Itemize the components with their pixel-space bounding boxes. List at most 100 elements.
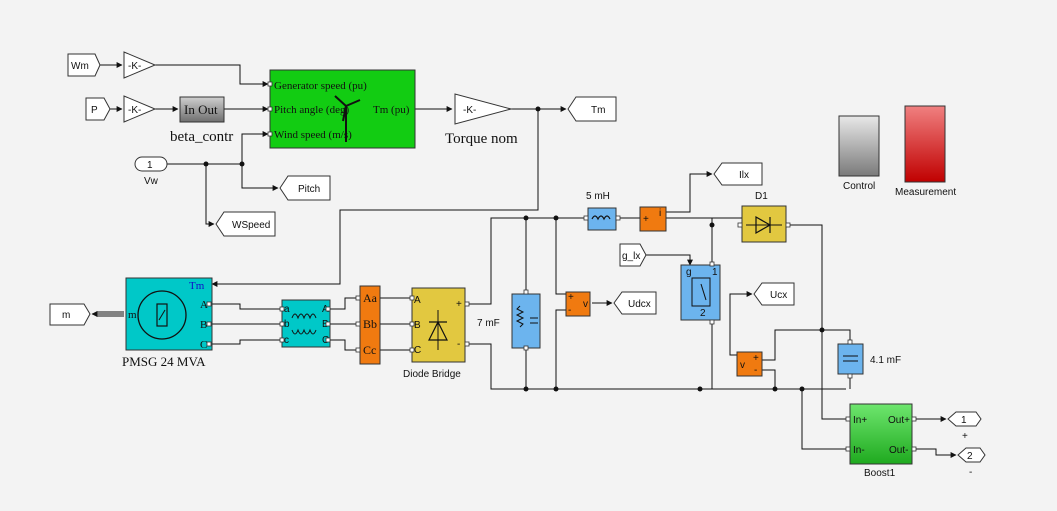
inport-vw-name: Vw bbox=[144, 176, 159, 187]
svg-text:A: A bbox=[322, 304, 329, 315]
svg-text:+: + bbox=[643, 214, 649, 225]
beta-contr-name: beta_contr bbox=[170, 129, 233, 145]
goto-ucx-label: Ucx bbox=[770, 290, 787, 301]
goto-ilx-label: Ilx bbox=[739, 170, 749, 181]
machine-icon bbox=[137, 290, 187, 340]
inductor-5mh[interactable]: 5 mH bbox=[586, 191, 617, 231]
capacitor-4-1mf[interactable]: 4.1 mF bbox=[837, 343, 901, 375]
pmsg-c-port: C bbox=[200, 339, 207, 351]
from-p-tag[interactable]: P bbox=[85, 97, 111, 121]
svg-text:a: a bbox=[284, 304, 290, 315]
goto-udcx-tag[interactable]: Udcx bbox=[613, 291, 657, 315]
gain-2-label: -K- bbox=[128, 105, 141, 116]
inport-vw[interactable]: 1 Vw bbox=[134, 156, 168, 187]
boost-out-minus: Out- bbox=[889, 445, 908, 456]
diode-bridge-block[interactable]: A B C + - Diode Bridge bbox=[403, 287, 466, 380]
outport-minus[interactable]: 2 - bbox=[957, 447, 986, 478]
diode-d1-label: D1 bbox=[755, 191, 768, 202]
wires bbox=[91, 62, 957, 458]
turbine-port-2: Pitch angle (deg) bbox=[274, 104, 349, 116]
bridge-b-port: B bbox=[414, 320, 421, 331]
svg-text:-: - bbox=[568, 305, 571, 316]
svg-text:g: g bbox=[686, 267, 692, 278]
measurement-subsystem[interactable]: Measurement bbox=[895, 105, 956, 198]
boost-name: Boost1 bbox=[864, 468, 896, 479]
goto-tm-label: Tm bbox=[591, 105, 605, 116]
three-phase-measurement[interactable]: Aa Bb Cc bbox=[359, 285, 381, 365]
capacitor-7mf[interactable]: 7 mF bbox=[477, 293, 541, 349]
pmsg-m-port: m bbox=[128, 309, 137, 321]
voltage-meter-udc[interactable]: v + - bbox=[565, 291, 591, 317]
goto-ilx-tag[interactable]: Ilx bbox=[713, 162, 763, 186]
current-meter-ilx[interactable]: + i bbox=[639, 206, 667, 232]
from-glx-tag[interactable]: g_lx bbox=[619, 243, 647, 267]
outport-1-number: 1 bbox=[961, 415, 967, 426]
gain-block-1[interactable]: -K- bbox=[123, 51, 157, 79]
outport-2-number: 2 bbox=[967, 451, 973, 462]
control-subsystem[interactable]: Control bbox=[838, 115, 880, 192]
port-markers bbox=[206, 81, 917, 452]
measurement-name: Measurement bbox=[895, 187, 956, 198]
svg-text:-: - bbox=[754, 365, 757, 376]
svg-text:-: - bbox=[457, 339, 460, 350]
svg-text:v: v bbox=[583, 299, 588, 310]
from-glx-label: g_lx bbox=[622, 251, 640, 262]
goto-udcx-label: Udcx bbox=[628, 299, 651, 310]
igbt-switch[interactable]: g 1 2 bbox=[680, 264, 721, 321]
inductor-icon bbox=[591, 215, 611, 221]
svg-text:+: + bbox=[753, 353, 759, 364]
pmsg-name: PMSG 24 MVA bbox=[122, 354, 206, 369]
beta-contr-block[interactable]: In Out beta_contr bbox=[170, 96, 233, 145]
outport-plus[interactable]: 1 + bbox=[947, 411, 982, 442]
goto-ucx-tag[interactable]: Ucx bbox=[753, 282, 795, 306]
boost-in-minus: In- bbox=[853, 445, 865, 456]
goto-pitch-label: Pitch bbox=[298, 184, 320, 195]
svg-text:v: v bbox=[740, 360, 745, 371]
goto-m-tag[interactable]: m bbox=[49, 303, 91, 326]
svg-text:+: + bbox=[568, 292, 574, 303]
svg-text:1: 1 bbox=[712, 267, 718, 278]
pmsg-b-port: B bbox=[200, 319, 207, 331]
gain-1-label: -K- bbox=[128, 61, 141, 72]
goto-wspeed-label: WSpeed bbox=[232, 220, 270, 231]
svg-text:i: i bbox=[659, 208, 661, 219]
goto-pitch-tag[interactable]: Pitch bbox=[279, 175, 331, 201]
turbine-port-3: Wind speed (m/s) bbox=[274, 129, 352, 141]
turbine-port-1: Generator speed (pu) bbox=[274, 80, 367, 92]
svg-text:2: 2 bbox=[700, 308, 706, 319]
gain-block-2[interactable]: -K- bbox=[123, 95, 157, 123]
goto-wspeed-tag[interactable]: WSpeed bbox=[215, 211, 276, 237]
pmsg-tm-port: Tm bbox=[189, 280, 205, 292]
torque-nom-name: Torque nom bbox=[445, 131, 518, 147]
inductor-label: 5 mH bbox=[586, 191, 610, 202]
voltage-meter-ucx[interactable]: v + - bbox=[736, 351, 763, 377]
goto-tm-tag[interactable]: Tm bbox=[567, 96, 617, 122]
svg-text:c: c bbox=[284, 335, 289, 346]
from-wm-label: Wm bbox=[71, 61, 89, 72]
bridge-a-port: A bbox=[414, 295, 421, 306]
capacitor-7mf-label: 7 mF bbox=[477, 318, 500, 329]
pmsg-block[interactable]: Tm m A B C PMSG 24 MVA bbox=[122, 277, 213, 369]
boost-in-plus: In+ bbox=[853, 415, 867, 426]
from-wm-tag[interactable]: Wm bbox=[67, 53, 101, 77]
pmsg-a-port: A bbox=[200, 299, 208, 311]
boost-subsystem[interactable]: In+ In- Out+ Out- Boost1 bbox=[849, 403, 913, 479]
beta-io-label: In Out bbox=[184, 102, 218, 117]
wind-turbine-block[interactable]: Generator speed (pu) Pitch angle (deg) W… bbox=[269, 69, 416, 149]
torque-gain-label: -K- bbox=[463, 105, 476, 116]
switch-icon bbox=[691, 277, 711, 307]
meas-b-label: Bb bbox=[363, 317, 377, 331]
bridge-c-port: C bbox=[414, 345, 421, 356]
meas-a-label: Aa bbox=[363, 291, 378, 305]
transformer-icon bbox=[291, 313, 317, 320]
torque-gain-block[interactable]: -K- Torque nom bbox=[445, 93, 518, 147]
boost-out-plus: Out+ bbox=[888, 415, 910, 426]
resistor-icon bbox=[515, 305, 525, 328]
wind-turbine-icon bbox=[334, 95, 361, 142]
control-name: Control bbox=[843, 181, 875, 192]
diode-bridge-name: Diode Bridge bbox=[403, 369, 461, 380]
goto-m-label: m bbox=[62, 310, 70, 321]
transformer-block[interactable]: a b c A B C bbox=[281, 299, 331, 348]
diode-d1[interactable]: D1 bbox=[741, 191, 787, 243]
